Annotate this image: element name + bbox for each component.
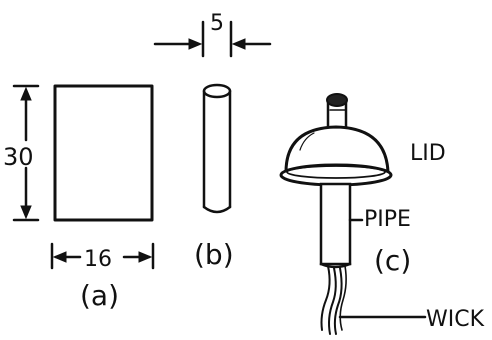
pipe — [319, 182, 352, 269]
part-a-caption: (a) — [80, 279, 119, 312]
arrowhead-up — [20, 86, 32, 101]
part-c-caption: (c) — [374, 244, 411, 277]
part-b-tube: 5 (b) — [153, 11, 272, 271]
width-dimension — [50, 242, 155, 270]
height-dimension — [12, 84, 40, 222]
arrowhead-left-inward — [231, 38, 246, 50]
arrowhead-down — [20, 205, 32, 220]
wick-label: WICK — [426, 307, 485, 332]
height-dimension-label: 30 — [3, 143, 34, 171]
lid-knob — [326, 93, 348, 132]
pipe-label: PIPE — [364, 207, 411, 232]
wick — [320, 265, 347, 335]
lid-dome — [279, 125, 393, 187]
diameter-dimension — [153, 20, 272, 58]
arrowhead-left — [52, 251, 67, 263]
sheet-rectangle — [53, 84, 154, 222]
part-b-caption: (b) — [194, 238, 234, 271]
lid-label: LID — [410, 141, 446, 166]
arrowhead-right — [138, 251, 153, 263]
diameter-dimension-label: 5 — [210, 11, 224, 36]
part-a-sheet: 30 16 (a) — [3, 84, 155, 312]
width-dimension-label: 16 — [84, 247, 112, 272]
part-c-lamp-assembly: LID PIPE WICK (c) — [279, 93, 485, 335]
arrowhead-right-inward — [188, 38, 203, 50]
tube-cylinder — [202, 83, 232, 214]
